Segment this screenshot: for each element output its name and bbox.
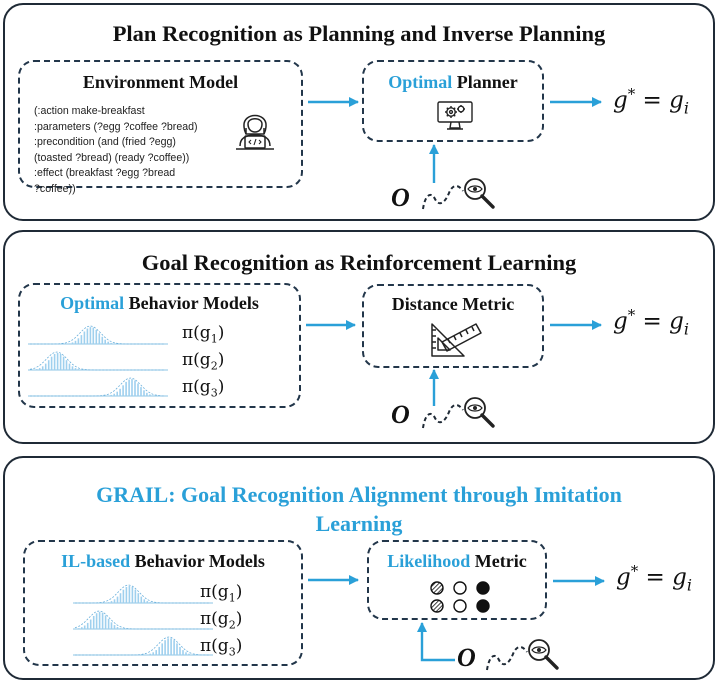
behavior-models-box: Optimal Behavior Models π(g1) π(g2) π(g3…	[18, 283, 301, 408]
arrow-env-to-planner	[308, 96, 360, 108]
behavior-title-accent: Optimal	[60, 293, 125, 313]
code-line: :parameters (?egg ?coffee ?bread)	[34, 120, 198, 133]
person-laptop-icon	[236, 114, 274, 150]
distribution-plot-3	[73, 636, 213, 656]
il-behavior-models-box: IL-based Behavior Models π(g1) π(g2) π(g…	[23, 540, 303, 666]
arrow-behavior-to-metric	[306, 319, 357, 331]
pddl-action-code: (:action make-breakfast :parameters (?eg…	[34, 104, 198, 198]
behavior-title-rest: Behavior Models	[128, 293, 259, 313]
trajectory-magnifier-icon	[486, 639, 559, 671]
distribution-plot-2	[73, 610, 213, 630]
panel-title: Goal Recognition as Reinforcement Learni…	[141, 250, 577, 275]
arrow-metric-to-goal	[553, 575, 606, 587]
policy-label: π(g1)	[182, 323, 225, 346]
code-line: (:action make-breakfast	[34, 105, 145, 117]
goal-result: g* = gi	[616, 562, 692, 595]
distribution-plot-3	[28, 377, 168, 397]
distribution-plot-2	[28, 351, 168, 371]
environment-model-title: Environment Model	[82, 72, 239, 92]
planner-title: Optimal Planner	[364, 72, 542, 93]
policy-label: π(g1)	[200, 582, 243, 605]
il-behavior-models-title: IL-based Behavior Models	[25, 551, 301, 572]
code-line: :effect (breakfast ?egg ?bread	[34, 167, 176, 180]
ruler-triangle-icon	[431, 323, 482, 357]
planner-title-accent: Optimal	[388, 72, 453, 92]
code-line: :precondition (and (fried ?egg)	[34, 136, 176, 149]
goal-result: g* = gi	[613, 85, 689, 118]
panel-grail: GRAIL: Goal Recognition Alignment throug…	[3, 456, 715, 680]
goal-result: g* = gi	[613, 306, 689, 339]
distribution-plot-1	[28, 325, 168, 345]
policy-label: π(g2)	[182, 350, 225, 373]
panel-title: Plan Recognition as Planning and Inverse…	[112, 21, 606, 46]
behavior-title-rest: Behavior Models	[134, 551, 265, 571]
distribution-plot-1	[73, 584, 213, 604]
distance-metric-title: Distance Metric	[391, 294, 515, 314]
arrow-obs-to-metric	[428, 368, 440, 406]
trajectory-magnifier-icon	[422, 178, 495, 210]
distance-metric-box: Distance Metric	[362, 284, 544, 368]
monitor-gear-icon	[437, 101, 473, 130]
policy-label: π(g3)	[200, 636, 243, 659]
arrow-obs-to-metric	[416, 621, 455, 662]
observation-symbol: O	[457, 643, 476, 672]
likelihood-metric-box: Likelihood Metric	[367, 540, 547, 620]
metric-title-rest: Metric	[474, 551, 527, 571]
panel-title-line-2: Learning	[315, 511, 403, 536]
environment-model-box: Environment Model (:action make-breakfas…	[18, 60, 303, 195]
arrow-metric-to-goal	[550, 319, 603, 331]
panel-goal-recognition-rl: Goal Recognition as Reinforcement Learni…	[3, 230, 715, 444]
observation-symbol: O	[391, 183, 410, 212]
trajectory-magnifier-icon	[422, 397, 495, 429]
observation-symbol: O	[391, 400, 410, 429]
behavior-models-title: Optimal Behavior Models	[20, 293, 299, 314]
behavior-title-accent: IL-based	[61, 551, 131, 571]
planner-title-rest: Planner	[456, 72, 518, 92]
panel-title-line-1: GRAIL: Goal Recognition Alignment throug…	[96, 482, 622, 507]
arrow-obs-to-planner	[428, 143, 440, 183]
arrow-behavior-to-metric	[308, 574, 360, 586]
code-line: ?coffee))	[34, 182, 76, 195]
arrow-planner-to-goal	[550, 96, 603, 108]
policy-label: π(g2)	[200, 609, 243, 632]
likelihood-dots-icon	[430, 581, 490, 613]
policy-label: π(g3)	[182, 377, 225, 400]
code-line: (toasted ?bread) (ready ?coffee))	[34, 151, 190, 164]
likelihood-metric-title: Likelihood Metric	[369, 551, 545, 572]
optimal-planner-box: Optimal Planner	[362, 60, 544, 142]
metric-title-accent: Likelihood	[387, 551, 471, 571]
panel-plan-recognition: Plan Recognition as Planning and Inverse…	[3, 3, 715, 221]
